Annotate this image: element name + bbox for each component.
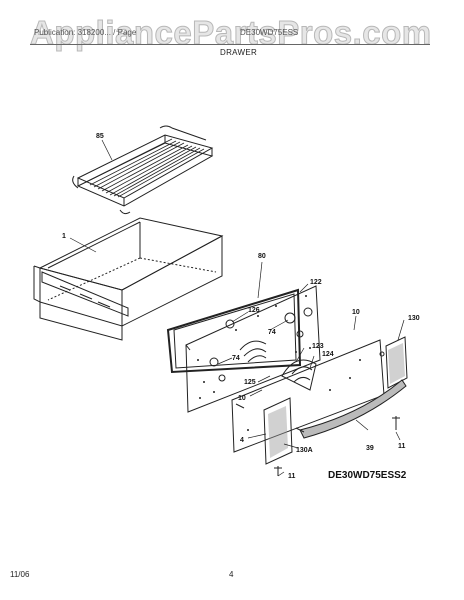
gasket-part bbox=[166, 288, 302, 374]
header-rule bbox=[30, 44, 430, 45]
side-trim-right-part bbox=[385, 336, 408, 389]
section-title: DRAWER bbox=[220, 48, 258, 57]
callout-39: 39 bbox=[366, 445, 374, 452]
screw-part bbox=[274, 416, 400, 476]
callout-4: 4 bbox=[240, 437, 244, 444]
callout-labels: 85 1 80 122 126 74 74 10 130 123 124 125… bbox=[62, 133, 420, 480]
callout-80: 80 bbox=[258, 253, 266, 260]
callout-122: 122 bbox=[310, 279, 322, 286]
callout-124: 124 bbox=[322, 351, 334, 358]
inner-door-panel-part bbox=[185, 285, 321, 413]
page-header: AppliancePartsPros.com Publication: 3182… bbox=[30, 14, 432, 62]
callout-11-right: 11 bbox=[398, 443, 406, 450]
drawer-box-part bbox=[33, 217, 224, 341]
callout-126: 126 bbox=[248, 307, 260, 314]
callout-130a: 130A bbox=[296, 447, 313, 454]
callout-74-lower: 74 bbox=[232, 355, 240, 362]
callout-130: 130 bbox=[408, 315, 420, 322]
callout-125: 125 bbox=[244, 379, 256, 386]
callout-10-lower: 10 bbox=[238, 395, 246, 402]
callout-74-upper: 74 bbox=[268, 329, 276, 336]
callout-11-bottom: 11 bbox=[288, 473, 296, 480]
publication-info: Publication: 318200... / Page bbox=[34, 28, 137, 37]
callout-85: 85 bbox=[96, 133, 104, 140]
side-trim-left-part bbox=[263, 397, 293, 465]
door-handle-part bbox=[295, 379, 407, 439]
header-model: DE30WD75ESS bbox=[240, 28, 299, 37]
leader-lines bbox=[69, 139, 405, 477]
callout-10-upper: 10 bbox=[352, 309, 360, 316]
model-number: DE30WD75ESS2 bbox=[328, 470, 407, 481]
page-number: 4 bbox=[229, 570, 234, 579]
footer-date: 11/06 bbox=[10, 570, 30, 579]
callout-123: 123 bbox=[312, 343, 324, 350]
callout-1: 1 bbox=[62, 233, 66, 240]
rack-part bbox=[72, 125, 214, 215]
watermark-logo: AppliancePartsPros.com bbox=[30, 14, 432, 52]
